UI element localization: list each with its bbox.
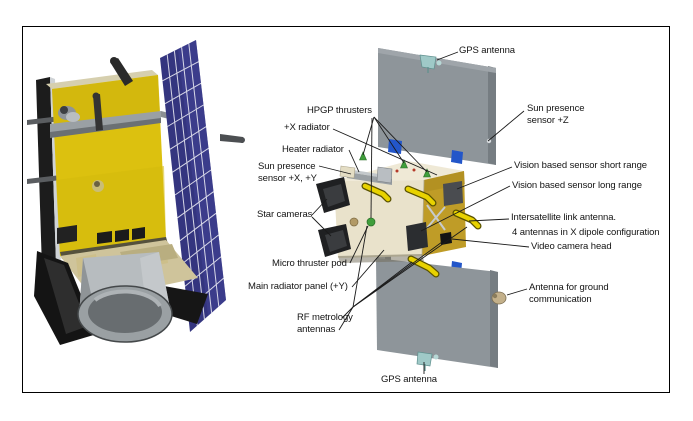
label-gps-antenna-top: GPS antenna — [459, 45, 515, 56]
label-vision-sensor-short: Vision based sensor short range — [514, 160, 647, 171]
micro-thruster-pod-marker — [366, 217, 376, 227]
label-hpgp-thrusters: HPGP thrusters — [307, 105, 372, 116]
label-intersatellite-link: Intersatellite link antenna. — [511, 212, 616, 223]
label-vision-sensor-long: Vision based sensor long range — [512, 180, 642, 191]
gps-antenna-bottom-marker — [416, 351, 439, 371]
label-antenna-ground-comm: Antenna for ground communication — [529, 282, 609, 305]
sun-presence-z-sensor-marker — [486, 138, 492, 144]
heater-radiator-rail — [339, 165, 393, 185]
label-micro-thruster-pod: Micro thruster pod — [272, 258, 347, 269]
label-intersatellite-link-2: 4 antennas in X dipole configuration — [512, 227, 660, 238]
video-camera-head-marker — [440, 232, 452, 245]
label-sun-presence-z: Sun presence sensor +Z — [527, 103, 585, 126]
hpgp-thruster-markers — [359, 151, 431, 178]
star-camera-baffles — [316, 177, 351, 257]
rf-metrology-antenna-marker — [349, 217, 359, 227]
leader-lines — [311, 51, 530, 374]
label-gps-antenna-bottom: GPS antenna — [381, 374, 437, 385]
label-sun-presence-xy: Sun presence sensor +X, +Y — [258, 161, 317, 184]
vision-sensor-long-range-marker — [406, 222, 428, 251]
ground-comm-antenna-marker — [491, 291, 507, 305]
satellite-render-left — [27, 40, 245, 345]
label-main-radiator-panel: Main radiator panel (+Y) — [248, 281, 348, 292]
label-star-cameras: Star cameras — [257, 209, 313, 220]
label-heater-radiator: Heater radiator — [282, 144, 344, 155]
label-video-camera-head: Video camera head — [531, 241, 612, 252]
label-rf-metrology-antennas: RF metrology antennas — [297, 312, 353, 335]
vision-sensor-short-range-marker — [443, 181, 463, 206]
gps-antenna-top-marker — [419, 54, 442, 73]
top-solar-panel — [378, 48, 496, 165]
label-x-radiator: +X radiator — [284, 122, 330, 133]
